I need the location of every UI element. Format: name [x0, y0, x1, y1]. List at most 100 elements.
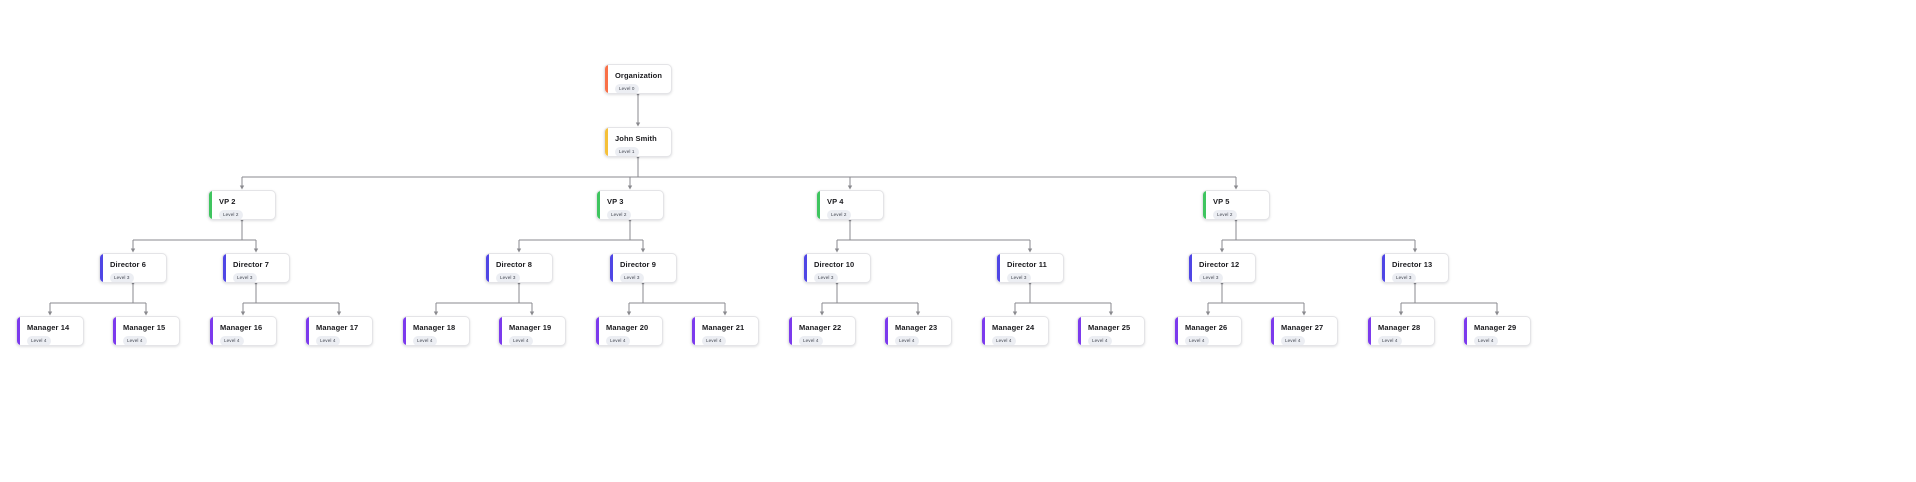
org-node[interactable]: Manager 28 Level 4 — [1367, 316, 1435, 346]
edge-arrowhead — [239, 185, 245, 190]
node-title: Manager 28 — [1378, 323, 1421, 332]
edge-arrowhead — [627, 185, 633, 190]
edge-arrowhead — [433, 311, 439, 316]
node-title: Director 12 — [1199, 260, 1240, 269]
node-level-badge: Level 4 — [606, 336, 630, 345]
node-title: John Smith — [615, 134, 657, 143]
edge-arrowhead — [626, 311, 632, 316]
node-title: Director 11 — [1007, 260, 1047, 269]
edge-arrowhead — [1494, 311, 1500, 316]
node-level-badge: Level 4 — [413, 336, 437, 345]
edge-arrowhead — [834, 248, 840, 253]
org-node[interactable]: Director 10 Level 3 — [803, 253, 871, 283]
org-node[interactable]: VP 2 Level 2 — [208, 190, 276, 220]
node-level-badge: Level 3 — [1007, 273, 1031, 282]
org-node[interactable]: Director 11 Level 3 — [996, 253, 1064, 283]
node-title: Manager 23 — [895, 323, 938, 332]
edge-arrowhead — [1412, 248, 1418, 253]
node-title: Manager 21 — [702, 323, 745, 332]
node-title: Manager 17 — [316, 323, 359, 332]
node-level-badge: Level 4 — [220, 336, 244, 345]
node-level-badge: Level 3 — [233, 273, 257, 282]
node-title: Manager 18 — [413, 323, 456, 332]
edge-arrowhead — [722, 311, 728, 316]
edge-arrowhead — [635, 122, 641, 127]
node-title: Manager 29 — [1474, 323, 1517, 332]
edge-arrowhead — [47, 311, 53, 316]
org-node[interactable]: Director 9 Level 3 — [609, 253, 677, 283]
node-level-badge: Level 4 — [1378, 336, 1402, 345]
edge-arrowhead — [529, 311, 535, 316]
edge-connector — [1014, 283, 1112, 312]
node-level-badge: Level 0 — [615, 84, 639, 93]
node-title: Director 10 — [814, 260, 855, 269]
edge-connector — [628, 283, 726, 312]
node-level-badge: Level 4 — [992, 336, 1016, 345]
node-level-badge: Level 3 — [1199, 273, 1223, 282]
node-title: Organization — [615, 71, 663, 80]
node-level-badge: Level 3 — [620, 273, 644, 282]
edge-arrowhead — [1301, 311, 1307, 316]
node-level-badge: Level 4 — [895, 336, 919, 345]
edge-arrowhead — [1398, 311, 1404, 316]
node-title: VP 5 — [1213, 197, 1230, 206]
edge-connector — [836, 220, 1031, 249]
edge-arrowhead — [1233, 185, 1239, 190]
node-level-badge: Level 2 — [827, 210, 851, 219]
node-title: Director 8 — [496, 260, 533, 269]
edge-arrowhead — [516, 248, 522, 253]
edge-arrowhead — [847, 185, 853, 190]
org-node[interactable]: Director 13 Level 3 — [1381, 253, 1449, 283]
org-node[interactable]: Manager 23 Level 4 — [884, 316, 952, 346]
edge-connector — [241, 157, 1237, 186]
node-level-badge: Level 3 — [1392, 273, 1416, 282]
node-title: Director 6 — [110, 260, 147, 269]
edge-arrowhead — [143, 311, 149, 316]
edge-connector — [1207, 283, 1305, 312]
edge-connector — [1400, 283, 1498, 312]
org-node[interactable]: Director 8 Level 3 — [485, 253, 553, 283]
edge-arrowhead — [1108, 311, 1114, 316]
edge-connector — [132, 220, 257, 249]
org-node[interactable]: VP 4 Level 2 — [816, 190, 884, 220]
org-node[interactable]: Director 12 Level 3 — [1188, 253, 1256, 283]
org-node[interactable]: Manager 18 Level 4 — [402, 316, 470, 346]
node-level-badge: Level 3 — [496, 273, 520, 282]
org-node[interactable]: Director 7 Level 3 — [222, 253, 290, 283]
node-level-badge: Level 2 — [219, 210, 243, 219]
node-title: Director 7 — [233, 260, 270, 269]
edge-arrowhead — [336, 311, 342, 316]
org-node[interactable]: Manager 20 Level 4 — [595, 316, 663, 346]
node-title: Director 13 — [1392, 260, 1433, 269]
node-title: VP 2 — [219, 197, 236, 206]
node-title: VP 4 — [827, 197, 844, 206]
node-title: Manager 20 — [606, 323, 649, 332]
edge-arrowhead — [915, 311, 921, 316]
node-level-badge: Level 2 — [607, 210, 631, 219]
node-level-badge: Level 3 — [814, 273, 838, 282]
node-level-badge: Level 4 — [509, 336, 533, 345]
node-level-badge: Level 4 — [799, 336, 823, 345]
node-title: Director 9 — [620, 260, 657, 269]
edge-connector — [49, 283, 147, 312]
edge-arrowhead — [1219, 248, 1225, 253]
edge-arrowhead — [819, 311, 825, 316]
